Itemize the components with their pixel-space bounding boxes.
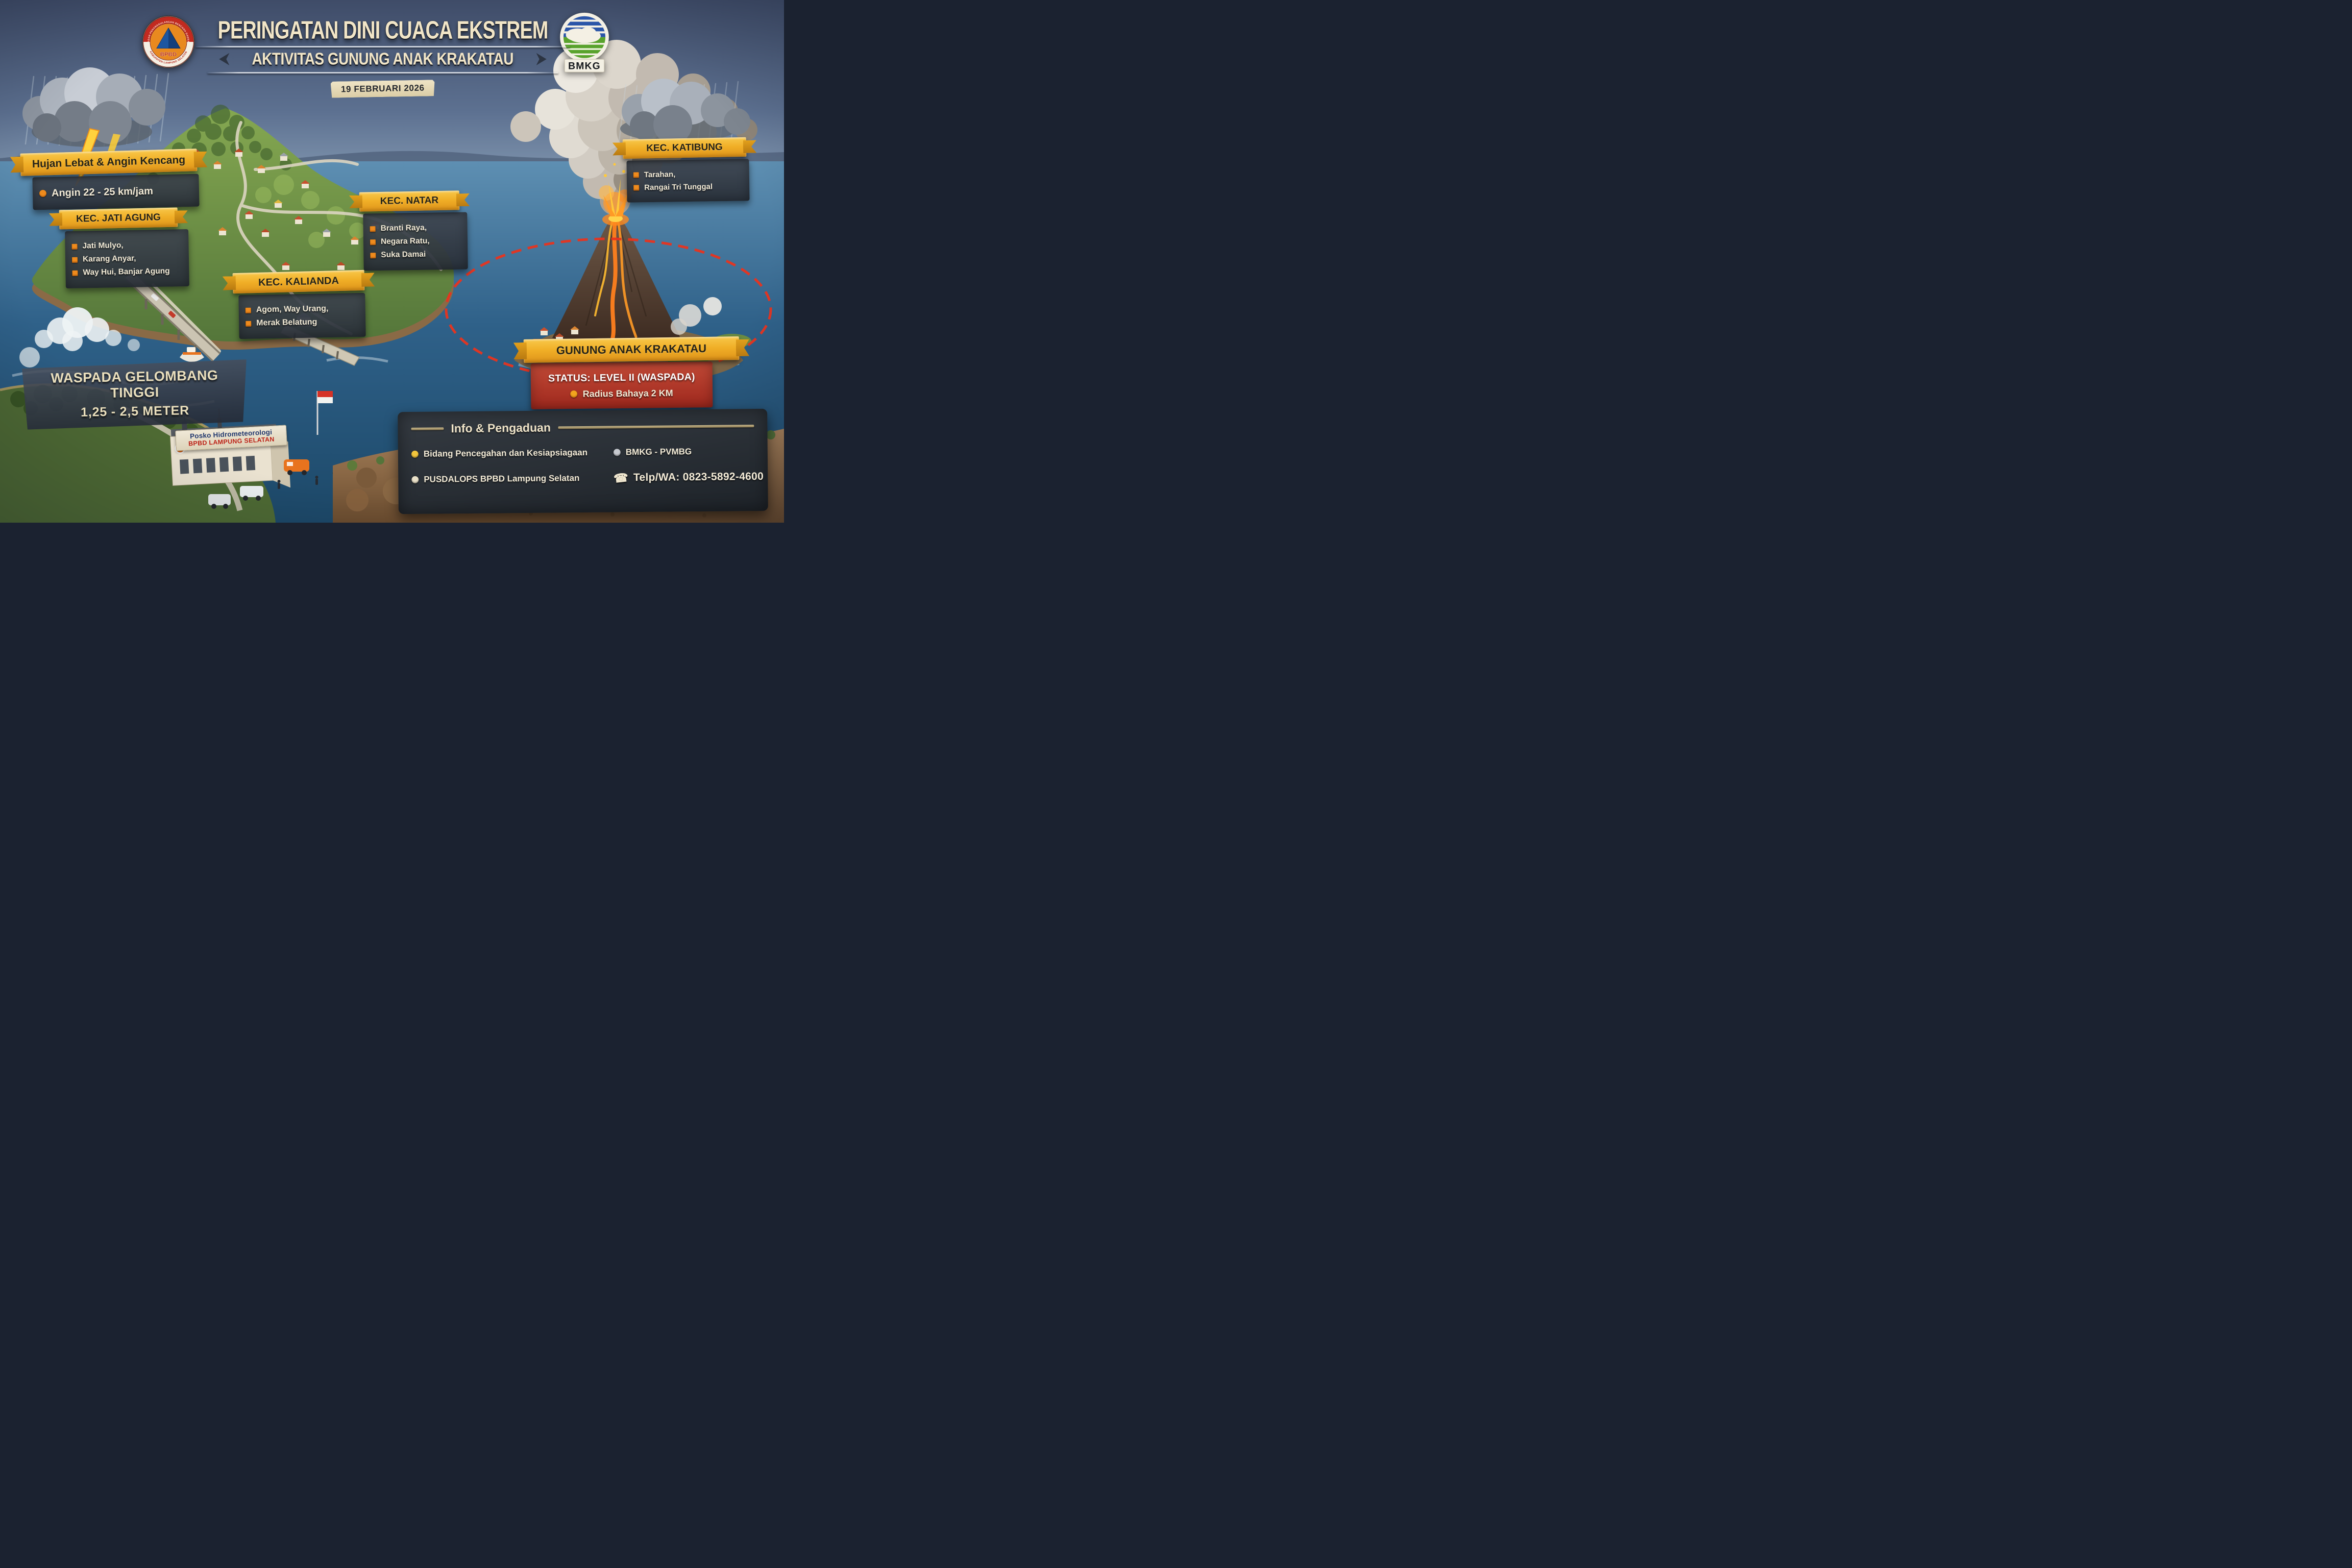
district-name: KEC. KALIANDA bbox=[258, 275, 339, 288]
district-ribbon-katibung: KEC. KATIBUNG bbox=[622, 137, 747, 159]
wave-height-text: 1,25 - 2,5 METER bbox=[80, 403, 190, 420]
bullet-icon bbox=[370, 239, 376, 245]
area-name: Negara Ratu, bbox=[380, 236, 430, 246]
bullet-icon bbox=[370, 226, 376, 232]
date-text: 19 FEBRUARI 2026 bbox=[341, 83, 425, 94]
ribbon-fold-right-icon bbox=[536, 53, 547, 65]
storm-warning-panel: Angin 22 - 25 km/jam bbox=[32, 174, 200, 210]
area-name: Agom, Way Urang, bbox=[256, 304, 329, 314]
ribbon-fold-left-icon bbox=[219, 53, 230, 65]
contact-header: Info & Pengaduan bbox=[451, 421, 551, 435]
poster-title-text: PERINGATAN DINI CUACA EKSTREM bbox=[217, 15, 549, 44]
area-name: Jati Mulyo, bbox=[82, 241, 124, 251]
bmkg-label: BMKG bbox=[568, 60, 601, 71]
bullet-icon bbox=[370, 252, 376, 258]
district-name: KEC. JATI AGUNG bbox=[76, 212, 161, 225]
bullet-icon bbox=[411, 450, 419, 458]
contact-phone: Telp/WA: 0823-5892-4600 bbox=[633, 470, 764, 484]
volcano-status-panel: STATUS: LEVEL II (WASPADA) Radius Bahaya… bbox=[530, 361, 713, 409]
district-panel-natar: Branti Raya, Negara Ratu, Suka Damai bbox=[363, 212, 468, 271]
area-name: Merak Belatung bbox=[256, 317, 317, 328]
volcano-ribbon: GUNUNG ANAK KRAKATAU bbox=[523, 336, 740, 363]
date-banner: 19 FEBRUARI 2026 bbox=[331, 80, 435, 98]
header: PERINGATAN DINI CUACA EKSTREM AKTIVITAS … bbox=[186, 15, 579, 98]
bullet-icon bbox=[71, 243, 78, 250]
wave-warning-panel: WASPADA GELOMBANG TINGGI 1,25 - 2,5 METE… bbox=[22, 359, 248, 430]
bullet-icon bbox=[613, 449, 621, 456]
bpbd-label: BPBD bbox=[160, 52, 177, 58]
bmkg-logo: BMKG bbox=[560, 12, 609, 72]
bullet-icon bbox=[633, 185, 640, 191]
area-name: Way Hui, Banjar Agung bbox=[83, 266, 170, 277]
bullet-icon bbox=[39, 189, 47, 198]
bullet-icon bbox=[246, 321, 252, 327]
district-panel-jati-agung: Jati Mulyo, Karang Anyar, Way Hui, Banja… bbox=[65, 229, 189, 289]
district-panel-katibung: Tarahan, Rangai Tri Tunggal bbox=[626, 159, 750, 203]
area-name: Branti Raya, bbox=[380, 223, 427, 233]
danger-radius-text: Radius Bahaya 2 KM bbox=[582, 387, 673, 399]
district-panel-kalianda: Agom, Way Urang, Merak Belatung bbox=[238, 292, 366, 339]
contact-item: Bidang Pencegahan dan Kesiapsiagaan bbox=[423, 447, 588, 459]
bullet-icon bbox=[570, 390, 578, 398]
area-name: Rangai Tri Tunggal bbox=[644, 182, 713, 192]
volcano-name: GUNUNG ANAK KRAKATAU bbox=[556, 341, 707, 357]
wind-speed-text: Angin 22 - 25 km/jam bbox=[51, 185, 154, 199]
bpbd-logo: BPBD BADAN PENANGGULANGAN BENCANA DAERAH… bbox=[142, 15, 195, 68]
district-ribbon-kalianda: KEC. KALIANDA bbox=[232, 270, 365, 294]
contact-panel: Info & Pengaduan Bidang Pencegahan dan K… bbox=[398, 408, 768, 514]
separator-line-bottom bbox=[207, 71, 558, 74]
decorative-line bbox=[411, 427, 444, 430]
poster-title: PERINGATAN DINI CUACA EKSTREM bbox=[186, 15, 579, 44]
area-name: Tarahan, bbox=[644, 170, 676, 180]
poster-subtitle: AKTIVITAS GUNUNG ANAK KRAKATAU bbox=[237, 50, 528, 68]
area-name: Suka Damai bbox=[381, 250, 426, 259]
phone-icon: ☎ bbox=[612, 470, 629, 485]
infographic-poster: BPBD BADAN PENANGGULANGAN BENCANA DAERAH… bbox=[0, 0, 784, 523]
district-ribbon-natar: KEC. NATAR bbox=[359, 190, 460, 212]
district-ribbon-jati-agung: KEC. JATI AGUNG bbox=[59, 207, 178, 230]
bullet-icon bbox=[245, 307, 251, 313]
contact-item: BMKG - PVMBG bbox=[625, 447, 692, 457]
separator-line-top bbox=[195, 45, 570, 47]
wave-warning-title: WASPADA GELOMBANG TINGGI bbox=[51, 368, 218, 401]
area-name: Karang Anyar, bbox=[82, 254, 136, 264]
bullet-icon bbox=[71, 257, 78, 263]
bullet-icon bbox=[633, 172, 639, 178]
district-name: KEC. NATAR bbox=[380, 195, 439, 207]
contact-item: PUSDALOPS BPBD Lampung Selatan bbox=[424, 473, 580, 484]
storm-warning-title: Hujan Lebat & Angin Kencang bbox=[32, 154, 186, 170]
district-name: KEC. KATIBUNG bbox=[646, 141, 723, 154]
cloud-icon bbox=[566, 27, 601, 43]
bullet-icon bbox=[72, 270, 78, 276]
poster-subtitle-text: AKTIVITAS GUNUNG ANAK KRAKATAU bbox=[252, 49, 514, 69]
bullet-icon bbox=[411, 476, 419, 483]
decorative-line bbox=[557, 425, 754, 429]
volcano-status-text: STATUS: LEVEL II (WASPADA) bbox=[548, 371, 695, 384]
